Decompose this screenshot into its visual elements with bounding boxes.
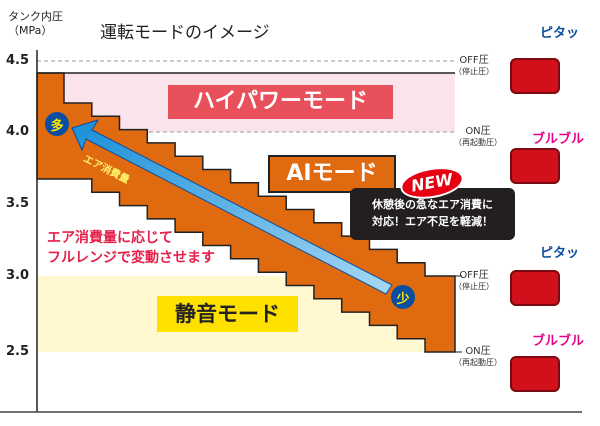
air-consumption-arrow — [71, 119, 393, 295]
sound-label: ブルブル — [532, 334, 585, 349]
tick-4.0: 4.0 — [6, 124, 30, 139]
sound-label: ピタッ — [540, 26, 580, 41]
high-power-mode-label: ハイパワーモード — [168, 85, 393, 119]
pressure-label-on-quiet: ON圧（再起動圧） — [454, 346, 502, 367]
marker-many — [45, 112, 69, 136]
air-consumption-note: エア消費量に応じて フルレンジで変動させます — [47, 228, 215, 268]
tick-3.5: 3.5 — [6, 196, 30, 211]
y-axis-title: タンク内圧 （MPa） — [8, 10, 63, 38]
quiet-mode-label: 静音モード — [157, 296, 298, 332]
compressor-illustration-stopped — [510, 262, 562, 306]
sound-label: ブルブル — [532, 132, 585, 147]
compressor-illustration-running — [510, 348, 562, 392]
tick-4.5: 4.5 — [6, 53, 30, 68]
pressure-label-on-high: ON圧（再起動圧） — [454, 126, 502, 147]
note-line2: フルレンジで変動させます — [47, 250, 215, 266]
pressure-label-off-quiet: OFF圧（停止圧） — [454, 270, 494, 291]
callout-line2: 対応！エア不足を軽減！ — [372, 215, 493, 228]
compressor-illustration-stopped — [510, 50, 562, 94]
y-axis-title-line1: タンク内圧 — [8, 10, 63, 23]
callout-line1: 休憩後の急なエア消費に — [372, 198, 493, 211]
ai-mode-label: AIモード — [268, 155, 396, 193]
marker-many-label: 多 — [50, 119, 64, 134]
ai-mode-callout: 休憩後の急なエア消費に 対応！エア不足を軽減！ — [350, 188, 515, 240]
pressure-label-off-high: OFF圧（停止圧） — [454, 55, 494, 76]
sound-label: ピタッ — [540, 246, 580, 261]
tick-2.5: 2.5 — [6, 344, 30, 359]
compressor-illustration-running — [510, 140, 562, 184]
marker-few — [391, 285, 415, 309]
y-axis-title-line2: （MPa） — [8, 24, 53, 37]
note-line1: エア消費量に応じて — [47, 230, 173, 246]
tick-3.0: 3.0 — [6, 268, 30, 283]
marker-few-label: 少 — [396, 292, 410, 307]
diagram-title: 運転モードのイメージ — [100, 23, 270, 43]
